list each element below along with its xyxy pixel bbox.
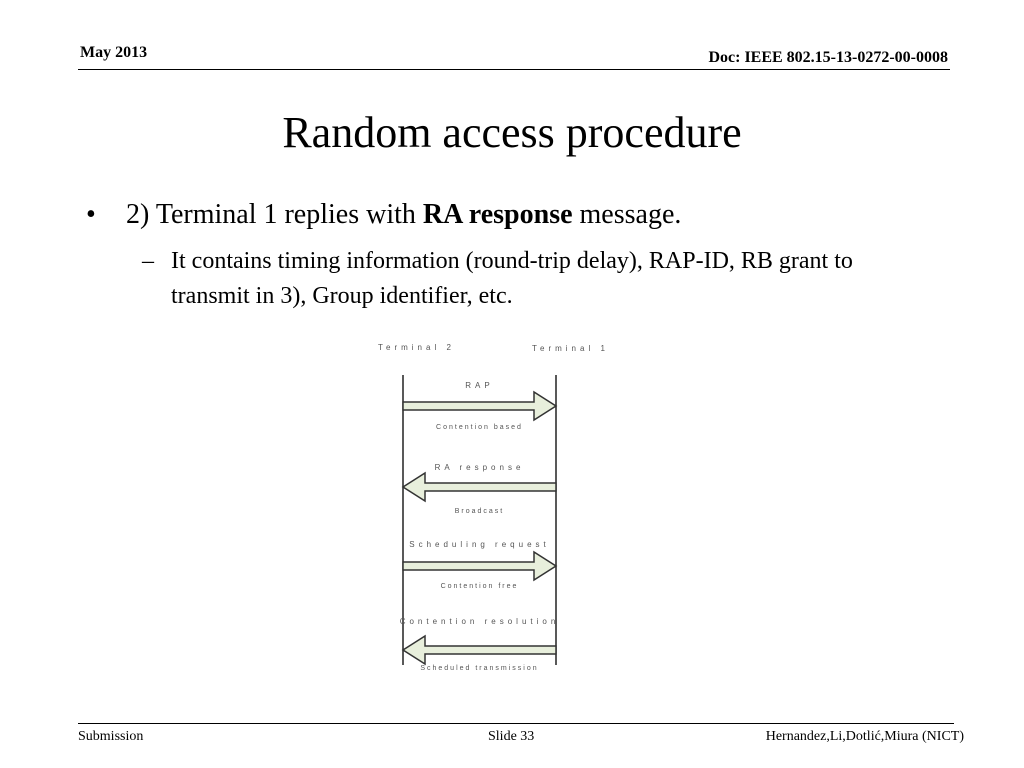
message-note-4: Scheduled transmission [420,665,538,672]
header-doc-id: Doc: IEEE 802.15-13-0272-00-0008 [708,49,948,66]
bullet-dash: – [142,248,154,274]
message-arrow-3-right [402,550,558,582]
header-divider [78,69,950,70]
sequence-diagram-svg: Terminal 2 Terminal 1 RAP Contention basedR… [378,343,609,672]
header-date: May 2013 [80,44,148,61]
footer-submission: Submission [78,729,144,744]
message-label-4: Contention resolution [400,617,560,626]
footer-slide-number: Slide 33 [488,729,535,744]
bullet-text-prefix: 2) Terminal 1 replies with [126,199,423,230]
message-note-1: Contention based [436,424,523,431]
bullet-level2-text: It contains timing information (round-tr… [171,248,853,309]
terminal-right-label: Terminal 1 [532,344,609,353]
message-arrow-1-right [402,390,558,422]
message-note-2: Broadcast [455,508,505,515]
message-note-3: Contention free [441,583,519,590]
footer-authors: Hernandez,Li,Dotlić,Miura (NICT) [765,729,964,744]
message-arrow-2-left [401,471,557,503]
bullet-text-bold: RA response [422,199,573,230]
bullet-text-suffix: message. [572,199,682,230]
bullet-dot: • [86,199,96,230]
terminal-left-label: Terminal 2 [378,343,455,352]
message-label-3: Scheduling request [409,540,550,549]
message-arrow-4-left [401,634,557,666]
slide-title: Random access procedure [282,108,742,157]
message-label-1: RAP [465,381,493,390]
footer-divider [78,723,954,724]
message-label-2: RA response [435,463,525,472]
bullet-level1-text: 2) Terminal 1 replies with RA response m… [126,197,681,232]
